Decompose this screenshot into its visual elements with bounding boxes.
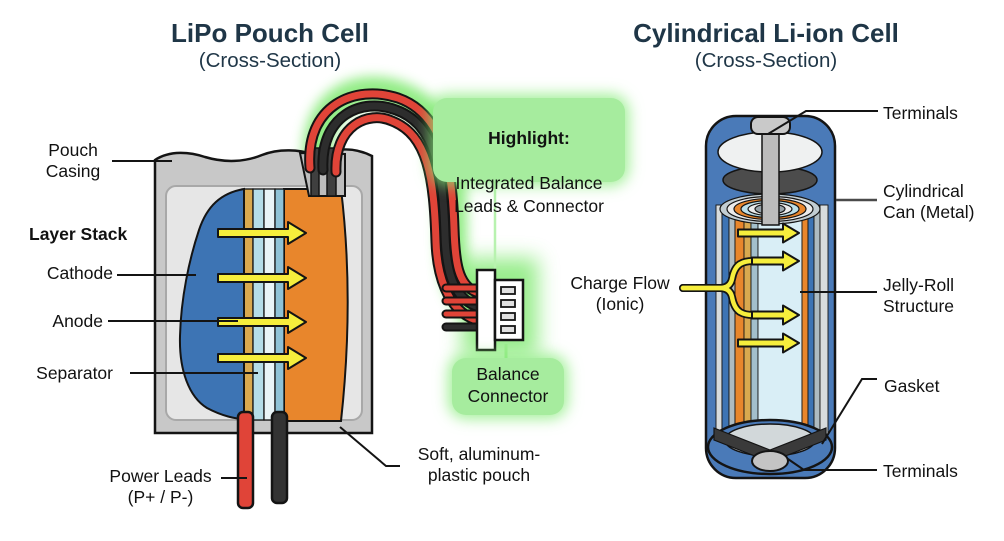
layer-midblue [274,188,285,421]
cylindrical-can-label: Cylindrical Can (Metal) [883,181,975,222]
power-lead-positive [236,410,255,510]
leader-gasket [821,378,877,445]
terminals-bottom-label: Terminals [883,461,958,481]
layer-pale [263,188,276,421]
separator-label: Separator [36,363,113,383]
anode-label: Anode [52,311,103,331]
top-terminal-shape [750,116,791,135]
power-lead-negative [270,410,289,505]
leader-lines [108,110,878,479]
right-title-block: Cylindrical Li-ion Cell (Cross-Section) [616,19,916,73]
cathode-label: Cathode [46,263,113,283]
power-leads-label: Power Leads (P+ / P-) [109,466,212,507]
pouch-cell-illustration [153,147,374,510]
left-title-block: LiPo Pouch Cell (Cross-Section) [130,19,410,73]
cylindrical-cell-illustration [679,114,837,480]
jelly-roll-label: Jelly-Roll Structure [883,275,954,316]
terminals-top-label: Terminals [883,103,958,123]
right-subtitle: (Cross-Section) [694,48,838,72]
bottom-terminal-shape [751,450,789,472]
cylinder-charge-arrow-icons [737,222,800,354]
soft-pouch-label: Soft, aluminum- plastic pouch [417,444,541,485]
gasket-label: Gasket [884,376,940,396]
left-title: LiPo Pouch Cell [171,18,369,48]
leader-terminals-top [767,110,878,135]
right-title: Cylindrical Li-ion Cell [633,18,899,48]
balance-connector-icon [475,268,525,352]
layer-stack-label: Layer Stack [29,224,128,244]
highlight-callout-title: Highlight: [488,128,570,149]
highlight-callout: Highlight: Integrated Balance Leads & Co… [433,98,625,216]
layer-separator [252,188,265,421]
anode-region [283,188,349,422]
leader-soft-pouch [339,426,400,467]
left-subtitle: (Cross-Section) [198,48,342,72]
pouch-charge-arrow-icons [217,221,307,370]
pouch-casing-label: Pouch Casing [45,140,101,181]
balance-connector-callout: Balance Connector [452,358,564,415]
highlight-callout-body: Integrated Balance Leads & Connector [454,173,604,216]
charge-flow-fork [679,257,766,319]
charge-flow-label: Charge Flow (Ionic) [570,273,670,314]
balance-leads-wires [304,88,485,332]
leader-terminals-bottom [787,458,877,471]
